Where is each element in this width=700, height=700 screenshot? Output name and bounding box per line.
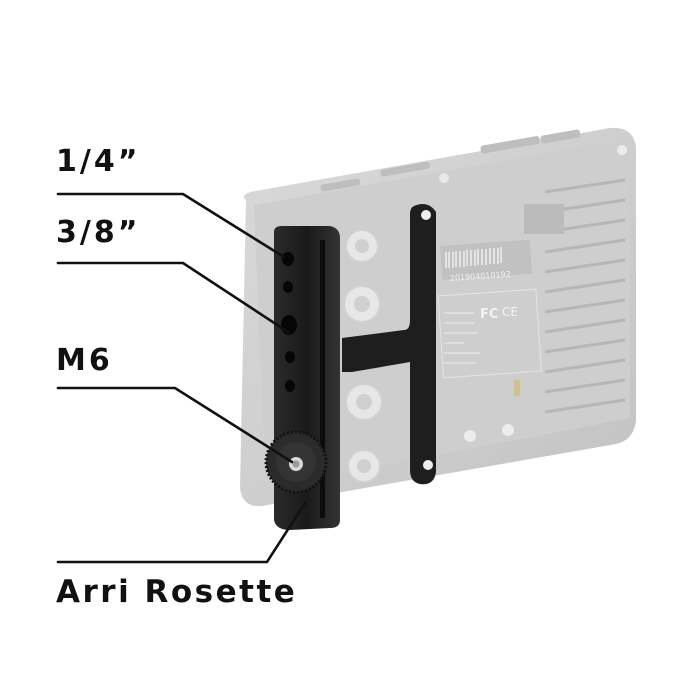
callout-label-quarter-inch: 1/4” — [56, 144, 141, 179]
side-plate — [264, 226, 340, 530]
device-label-sticker: 201904010192 FC CE — [437, 239, 543, 379]
t-bracket — [342, 204, 436, 485]
hole-quarter-inch — [282, 252, 294, 266]
ce-mark: CE — [502, 305, 518, 319]
screw-top — [421, 210, 431, 220]
arri-rosette — [264, 430, 328, 494]
fcc-mark: FC — [480, 307, 498, 322]
screw-bottom — [423, 460, 433, 470]
callout-label-three-eighth-inch: 3/8” — [56, 215, 141, 250]
leader-line-three-eighth-inch — [56, 261, 290, 334]
leader-lines — [56, 192, 307, 564]
callout-label-m6: M6 — [56, 343, 113, 378]
callout-label-arri-rosette: Arri Rosette — [56, 574, 298, 610]
serial-number: 201904010192 — [450, 270, 512, 283]
leader-line-m6 — [56, 386, 294, 464]
leader-line-quarter-inch — [56, 192, 286, 259]
leader-line-arri-rosette — [56, 501, 307, 564]
